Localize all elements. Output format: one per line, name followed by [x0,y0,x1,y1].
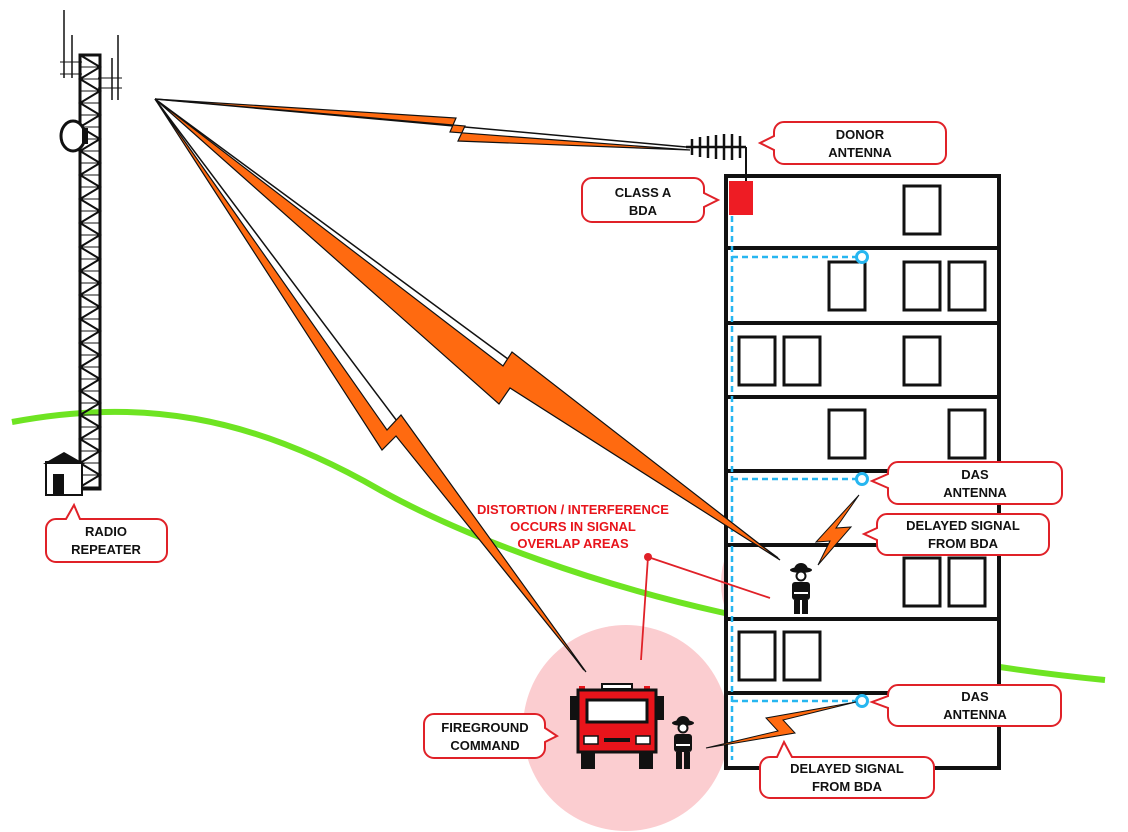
equipment-shelter-icon [43,452,85,496]
callout-donor-antenna: DONOR ANTENNA [757,121,947,165]
fireground-command-label-line1: FIREGROUND [441,720,528,735]
das-antenna-lower-label-line1: DAS [961,689,989,704]
interference-note-line2: OCCURS IN SIGNAL [510,519,636,534]
radio-repeater-label-line2: REPEATER [71,542,141,557]
interference-note-line3: OVERLAP AREAS [517,536,629,551]
firefighter-icon [790,563,812,614]
das-antenna-lower-label-line2: ANTENNA [943,707,1007,722]
das-antenna-node-icon [855,472,869,486]
class-a-bda-label-line1: CLASS A [615,185,672,200]
interference-note-line1: DISTORTION / INTERFERENCE [477,502,669,517]
lightning-bolt-icon [814,494,860,566]
fireground-command-label-line2: COMMAND [450,738,519,753]
lightning-bolt-icon [154,98,587,673]
lightning-bolt-icon [705,701,857,749]
lightning-bolt-icon [154,98,691,151]
delayed-signal-upper-label-line2: FROM BDA [928,536,999,551]
callout-fireground-command: FIREGROUND COMMAND [423,713,559,759]
class-a-bda-label-line2: BDA [629,203,658,218]
das-antenna-node-icon [855,694,869,708]
radio-repeater-label-line1: RADIO [85,524,127,539]
signal-paths [154,98,860,749]
lattice-radio-tower-icon [60,10,122,491]
das-cabling [730,216,862,760]
donor-antenna-label-line1: DONOR [836,127,885,142]
yagi-antenna-icon [686,134,747,182]
das-antenna-upper-label-line1: DAS [961,467,989,482]
callout-class-a-bda: CLASS A BDA [581,177,721,223]
fire-truck-icon [570,683,664,769]
callout-delayed-signal-upper: DELAYED SIGNAL FROM BDA [861,513,1050,556]
donor-antenna-label-line2: ANTENNA [828,145,892,160]
delayed-signal-lower-label-line1: DELAYED SIGNAL [790,761,904,776]
delayed-signal-upper-label-line1: DELAYED SIGNAL [906,518,1020,533]
das-antenna-nodes [855,250,869,708]
delayed-signal-lower-label-line2: FROM BDA [812,779,883,794]
interference-note: DISTORTION / INTERFERENCE OCCURS IN SIGN… [477,502,771,661]
das-antenna-node-icon [855,250,869,264]
das-antenna-upper-label-line2: ANTENNA [943,485,1007,500]
lightning-bolt-icon [154,98,781,561]
callout-radio-repeater: RADIO REPEATER [45,502,168,563]
windows [737,184,987,682]
radio-tower [59,10,122,491]
class-a-bda-unit [729,181,753,215]
callout-das-antenna-lower: DAS ANTENNA [869,684,1062,727]
microwave-dish-icon [59,119,88,153]
callout-delayed-signal-lower: DELAYED SIGNAL FROM BDA [759,739,935,799]
building [724,174,1001,770]
firefighter-icon [672,716,694,769]
callout-das-antenna-upper: DAS ANTENNA [869,461,1063,505]
